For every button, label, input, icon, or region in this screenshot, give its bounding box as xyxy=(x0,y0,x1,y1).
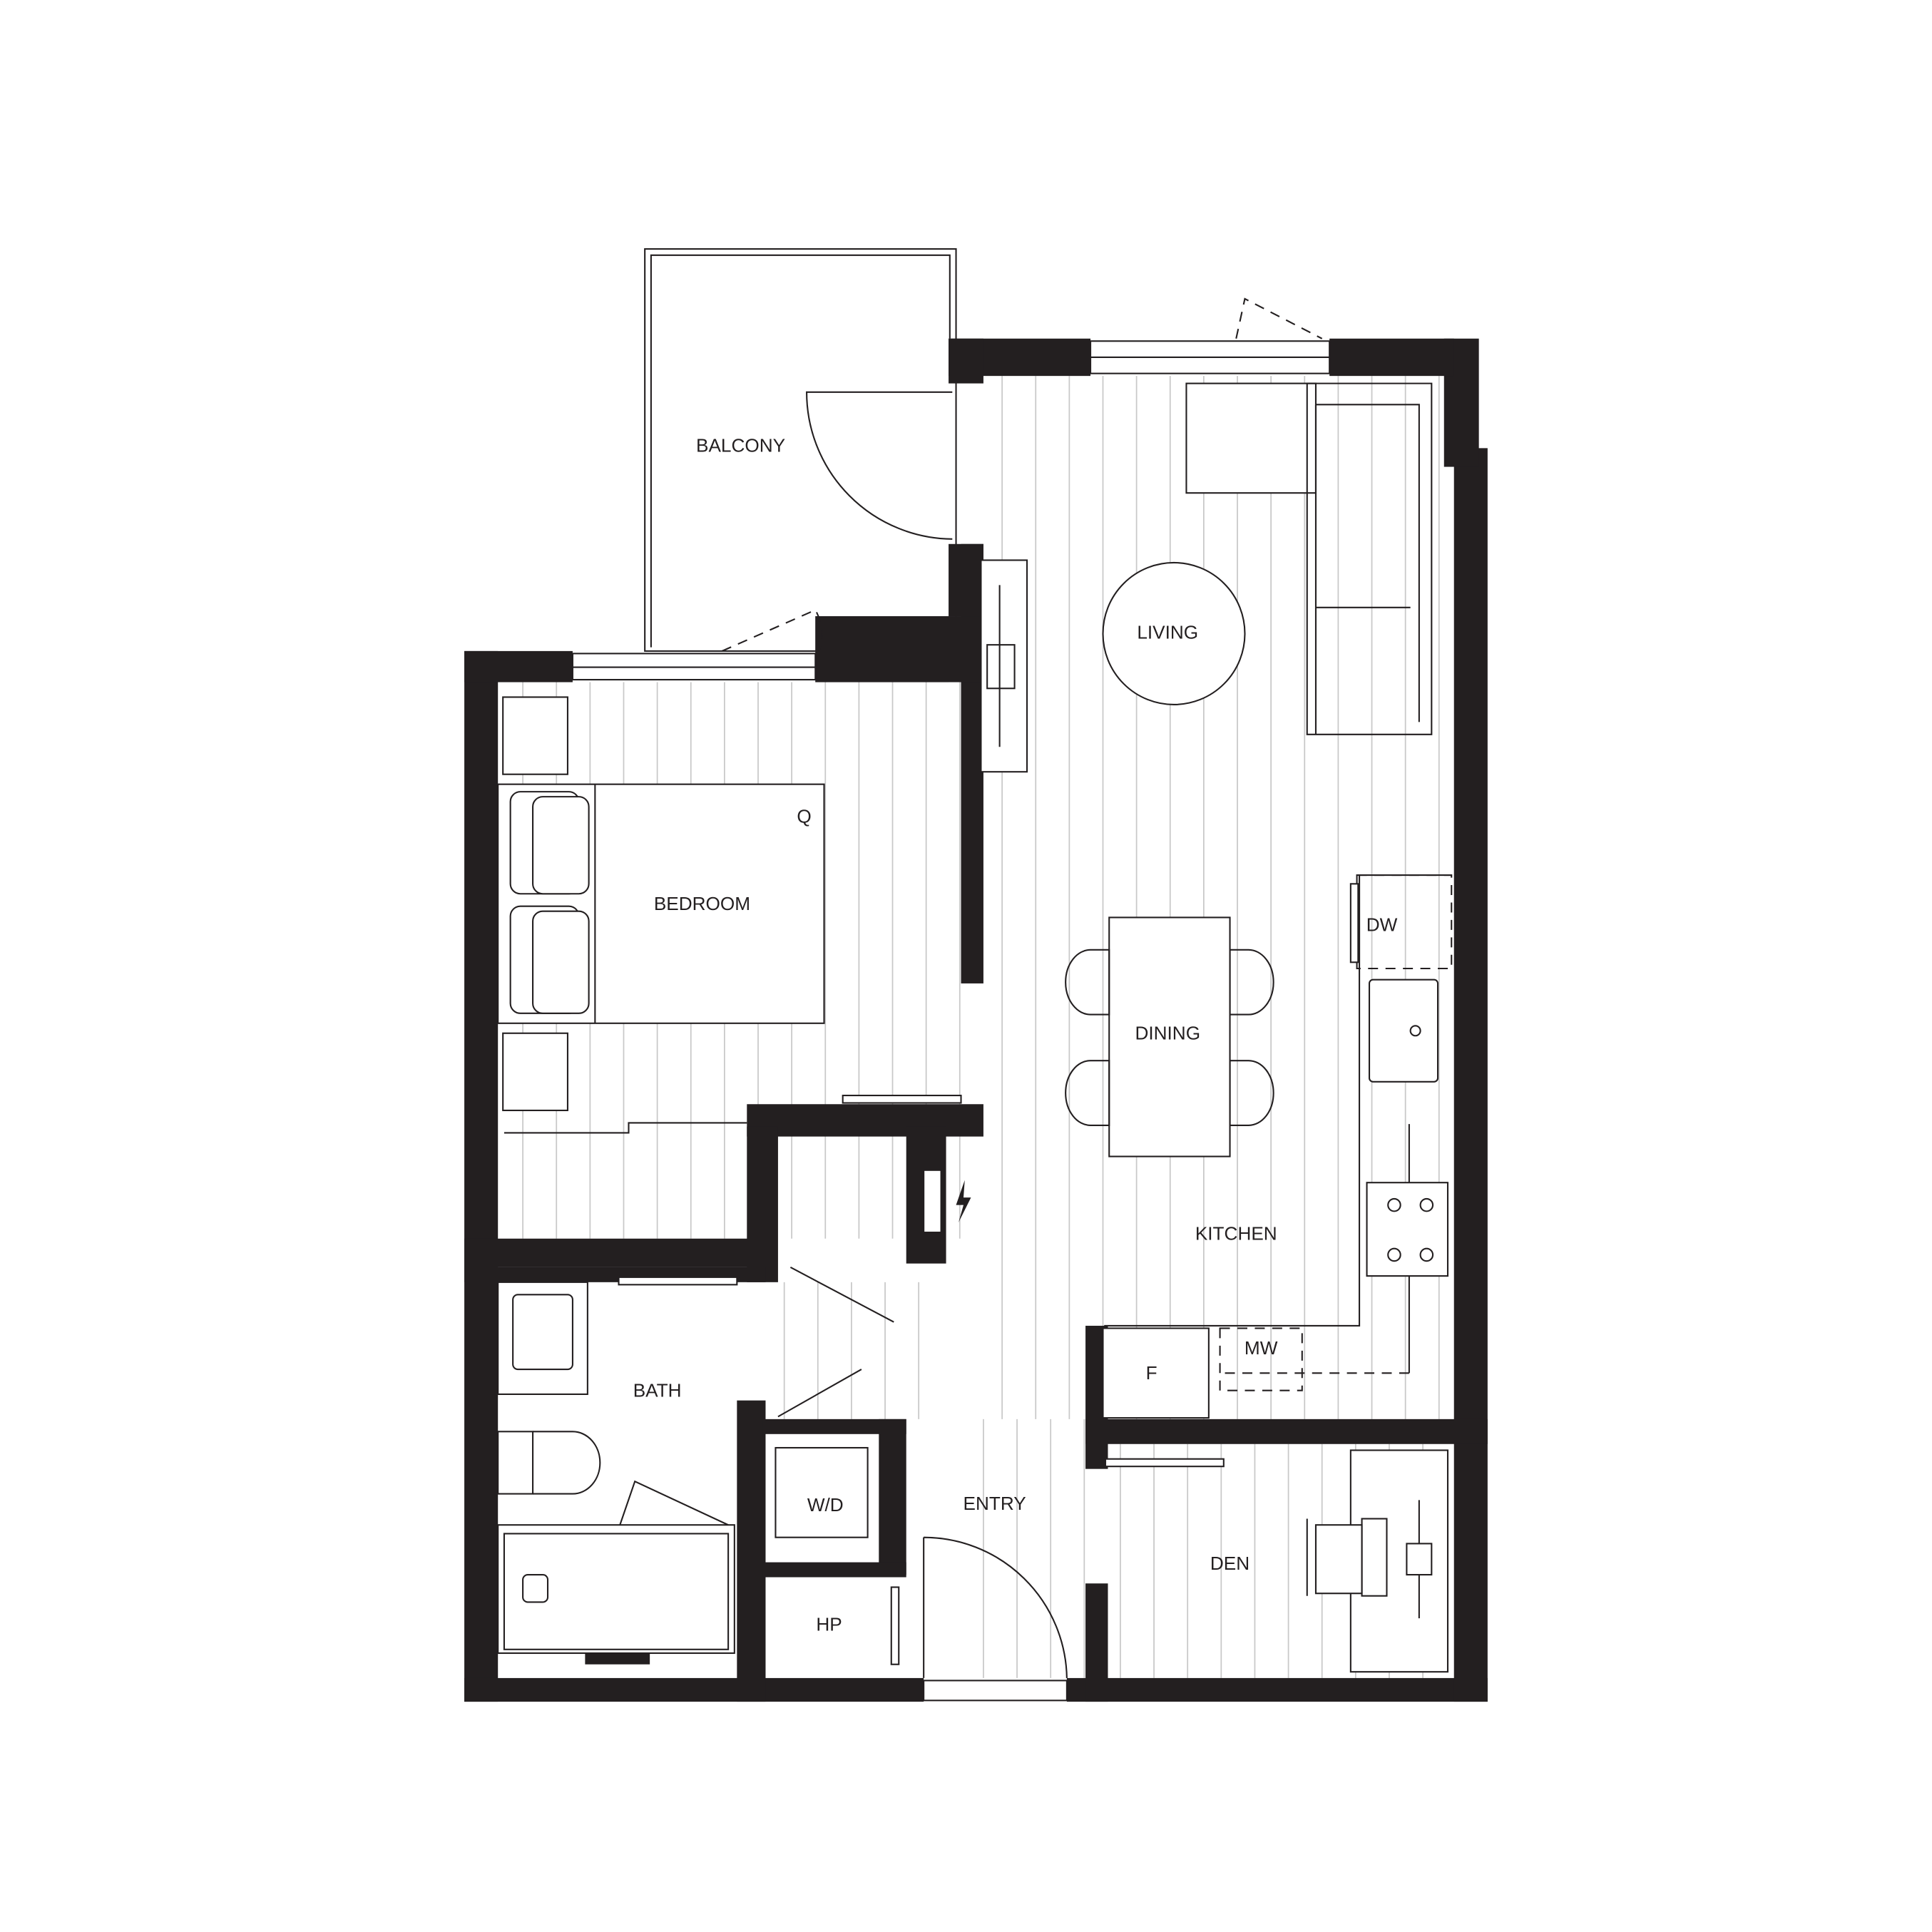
label-den: DEN xyxy=(1210,1553,1249,1574)
label-bed-size: Q xyxy=(797,806,811,827)
label-washer-dryer: W/D xyxy=(807,1494,844,1516)
furniture xyxy=(497,382,1453,1673)
walls xyxy=(464,338,1488,1702)
label-bedroom: BEDROOM xyxy=(654,893,750,914)
label-microwave: MW xyxy=(1244,1337,1278,1359)
label-living: LIVING xyxy=(1137,621,1198,643)
label-heat-pump: HP xyxy=(816,1614,842,1635)
label-entry: ENTRY xyxy=(964,1493,1026,1514)
label-bath: BATH xyxy=(633,1379,682,1401)
balcony-area xyxy=(644,248,957,652)
label-dishwasher: DW xyxy=(1366,914,1398,936)
label-balcony: BALCONY xyxy=(696,435,785,456)
label-kitchen: KITCHEN xyxy=(1195,1222,1277,1244)
label-dining: DINING xyxy=(1135,1022,1200,1043)
label-fridge: F xyxy=(1146,1362,1157,1384)
room-labels: BALCONY LIVING Q BEDROOM DINING KITCHEN … xyxy=(633,435,1398,1635)
windows xyxy=(571,340,1331,1702)
doors xyxy=(504,297,1323,1678)
